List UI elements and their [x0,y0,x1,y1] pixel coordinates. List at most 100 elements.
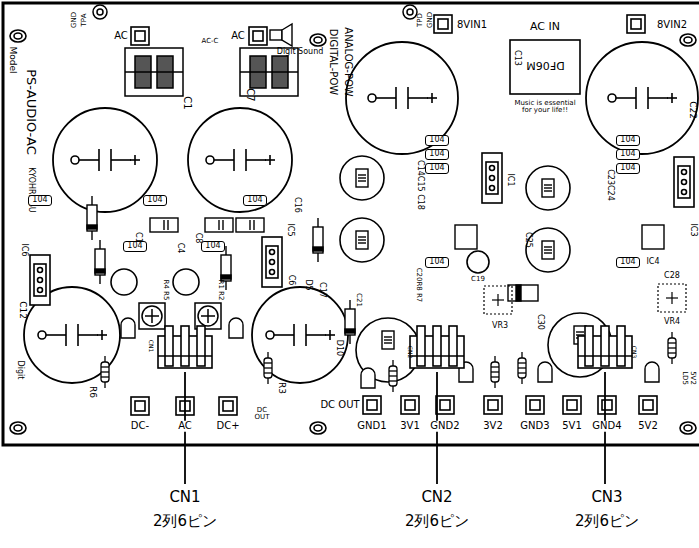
silkscreen-label: AC-C [202,38,219,45]
silkscreen-label: R1 R2 [216,280,223,301]
capacitor-box: 104 [425,135,449,146]
silkscreen-label: C23C24 [606,169,614,201]
part-value: 104 [205,242,220,250]
silkscreen-label: C22 [687,101,696,119]
silkscreen-label: PS-AUDIO-AC [24,69,38,155]
capacitor-box: 104 [201,241,225,252]
silkscreen-label: TPA [81,14,88,27]
silkscreen-label: 5V1 [562,421,582,432]
part-value: 104 [429,136,444,144]
callout-label: 2列6ピン [153,514,217,530]
capacitor-box: 104 [616,163,640,174]
silkscreen-label: DC OUT [320,400,359,411]
silkscreen-label: DIGITAL-POW [328,29,339,95]
capacitor-box: 104 [616,149,640,160]
silkscreen-label: Music is essential for your life!! [509,100,581,115]
board-outline [3,3,699,445]
silkscreen-label: GND3 [520,421,549,432]
silkscreen-label: 5V2 [688,371,695,385]
silkscreen-label: VR4 [664,318,680,326]
silkscreen-label: 5V2 [638,421,658,432]
silkscreen-label: C25 [524,232,532,248]
part-value: 104 [147,196,162,204]
silkscreen-label: Digit [16,361,24,380]
silkscreen-label: DC- [131,421,149,432]
silkscreen-label: GND [71,12,78,28]
silkscreen-label: GND4 [590,421,623,432]
capacitor-box: 104 [616,135,640,146]
silkscreen-label: 3V1 [400,421,420,432]
silkscreen-label: LD5 [680,371,687,385]
silkscreen-label: IC1 [506,173,514,186]
silkscreen-label: GND1 [357,421,386,432]
silkscreen-label: KYOHRITSU [27,167,35,212]
silkscreen-label: C21 [354,293,361,307]
silkscreen-label: C20R8 R7 [414,268,421,303]
silkscreen-label: C7 [245,88,256,101]
silkscreen-label: TPD [417,13,424,27]
silkscreen-label: CN2 [407,346,413,359]
part-value: 104 [429,164,444,172]
callout-label: 2列6ピン [405,514,469,530]
callout-label: CN2 [421,490,452,506]
silkscreen-label: DC OUT [252,407,272,422]
silkscreen-label: AC [176,421,194,432]
silkscreen-label: Model [7,46,16,73]
capacitor-box: 104 [616,257,640,268]
part-value: 104 [32,196,47,204]
silkscreen-label: C4 [176,243,184,254]
part-value: 104 [620,258,635,266]
silkscreen-label: GND2 [428,421,461,432]
silkscreen-label: D10 [335,340,343,356]
capacitor-box: 104 [243,195,267,206]
silkscreen-label: IC6 [20,243,28,256]
silkscreen-label: C12 [17,301,26,319]
silkscreen-label: C14C15 C18 [416,160,424,210]
silkscreen-label: GND [427,12,434,28]
silkscreen-label: C16 [293,197,301,213]
silkscreen-label: D5 [304,279,312,290]
silkscreen-label: DC+ [216,421,239,432]
capacitor-box: 104 [425,257,449,268]
silkscreen-label: 3V2 [483,421,503,432]
silkscreen-label: CN1 [148,340,154,353]
part-value: 104 [247,196,262,204]
silkscreen-label: C13 [513,50,521,66]
silkscreen-label: C17 [318,282,326,298]
silkscreen-label: AC IN [530,21,560,33]
part-value: 104 [620,150,635,158]
silkscreen-label: 8VIN1 [457,20,487,31]
silkscreen-label: ANALOG-POW [343,27,354,96]
callout-label: 2列6ピン [575,514,639,530]
capacitor-box: 104 [425,149,449,160]
silkscreen-label: R3 [276,382,285,394]
callout-label: CN3 [591,490,622,506]
leader-line [185,372,605,484]
capacitor-box: 104 [143,195,167,206]
silkscreen-label: C1 [182,96,193,109]
silkscreen-label: Digit Sound [277,48,324,56]
silkscreen-label: C19 [471,276,485,283]
silkscreen-label: IC4 [646,258,659,266]
silkscreen-label: C28 [664,272,680,280]
silkscreen-label: AC [231,31,245,42]
part-value: 104 [620,136,635,144]
part-value: DF06M [526,61,564,72]
silkscreen-label: R4 R5 [161,280,168,301]
capacitor-box: 104 [123,241,147,252]
capacitor-box: 104 [425,163,449,174]
silkscreen-label: 8VIN2 [657,20,687,31]
silkscreen-label: VR3 [492,322,508,330]
silkscreen-label: IC5 [286,223,294,236]
silkscreen-label: R6 [87,386,96,398]
part-value: 104 [429,150,444,158]
callout-label: CN1 [169,490,200,506]
bridge-rectifier-box: DF06M [522,59,569,73]
silkscreen-label: C30 [536,314,544,330]
part-value: 104 [429,258,444,266]
part-value: 104 [127,242,142,250]
silkscreen-label: AC [114,31,128,42]
capacitor-box: 104 [28,195,52,206]
silkscreen-label: CN3 [631,346,637,359]
